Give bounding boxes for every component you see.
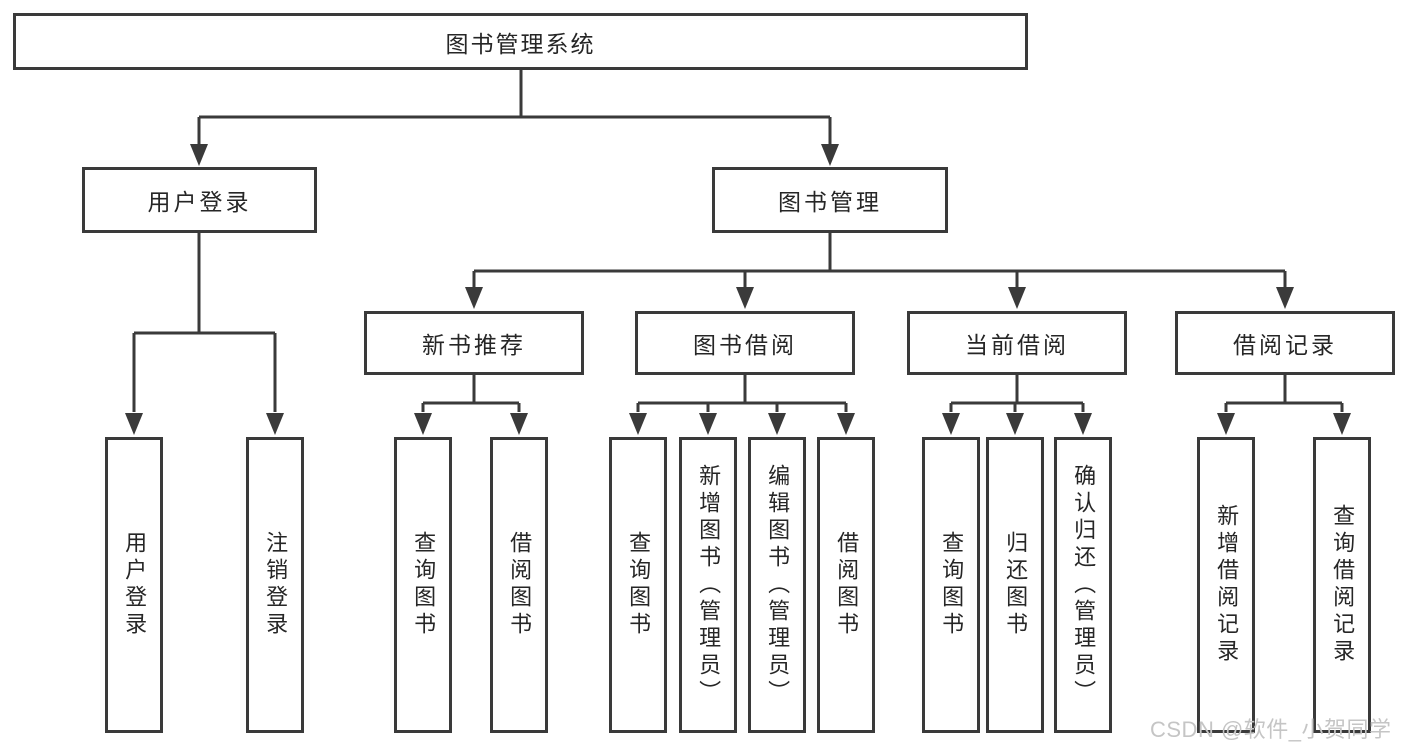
edge-userlogin-to-leaves [125,233,284,435]
node-current-borrow: 当前借阅 [907,311,1127,375]
arrowhead [768,413,786,435]
edge-bookmgmt-to-level3 [465,233,1294,309]
leaf-query-books-3: 查询图书 [922,437,980,733]
leaf-logout: 注销登录 [246,437,304,733]
node-borrow-records: 借阅记录 [1175,311,1395,375]
edge-currentborrow-to-leaves [942,375,1092,435]
leaf-borrow-books-2: 借阅图书 [817,437,875,733]
arrowhead [465,287,483,309]
arrowhead [266,413,284,435]
node-book-management: 图书管理 [712,167,948,233]
leaf-confirm-return-admin: 确认归还（管理员） [1054,437,1112,733]
arrowhead [1276,287,1294,309]
node-root-system: 图书管理系统 [13,13,1028,70]
arrowhead [1006,413,1024,435]
arrowhead [629,413,647,435]
arrowhead [942,413,960,435]
leaf-edit-books-admin: 编辑图书（管理员） [748,437,806,733]
leaf-add-books-admin: 新增图书（管理员） [679,437,737,733]
edge-borrowrecords-to-leaves [1217,375,1351,435]
leaf-query-books-2: 查询图书 [609,437,667,733]
leaf-return-books: 归还图书 [986,437,1044,733]
arrowhead [510,413,528,435]
leaf-query-books-1: 查询图书 [394,437,452,733]
node-user-login: 用户登录 [82,167,317,233]
arrowhead [736,287,754,309]
arrowhead [699,413,717,435]
arrowhead [414,413,432,435]
arrowhead [1008,287,1026,309]
edge-bookborrow-to-leaves [629,375,855,435]
node-book-borrow: 图书借阅 [635,311,855,375]
leaf-user-login: 用户登录 [105,437,163,733]
edge-newbooks-to-leaves [414,375,528,435]
arrowhead [837,413,855,435]
watermark-text: CSDN @软件_小贺同学 [1150,717,1392,742]
arrowhead [1074,413,1092,435]
node-new-book-recommend: 新书推荐 [364,311,584,375]
arrowhead [125,413,143,435]
arrowhead [1333,413,1351,435]
arrowhead [1217,413,1235,435]
leaf-borrow-books-1: 借阅图书 [490,437,548,733]
edge-root-to-level2 [190,70,839,166]
arrowhead [190,144,208,166]
leaf-add-borrow-record: 新增借阅记录 [1197,437,1255,733]
leaf-query-borrow-record: 查询借阅记录 [1313,437,1371,733]
arrowhead [821,144,839,166]
